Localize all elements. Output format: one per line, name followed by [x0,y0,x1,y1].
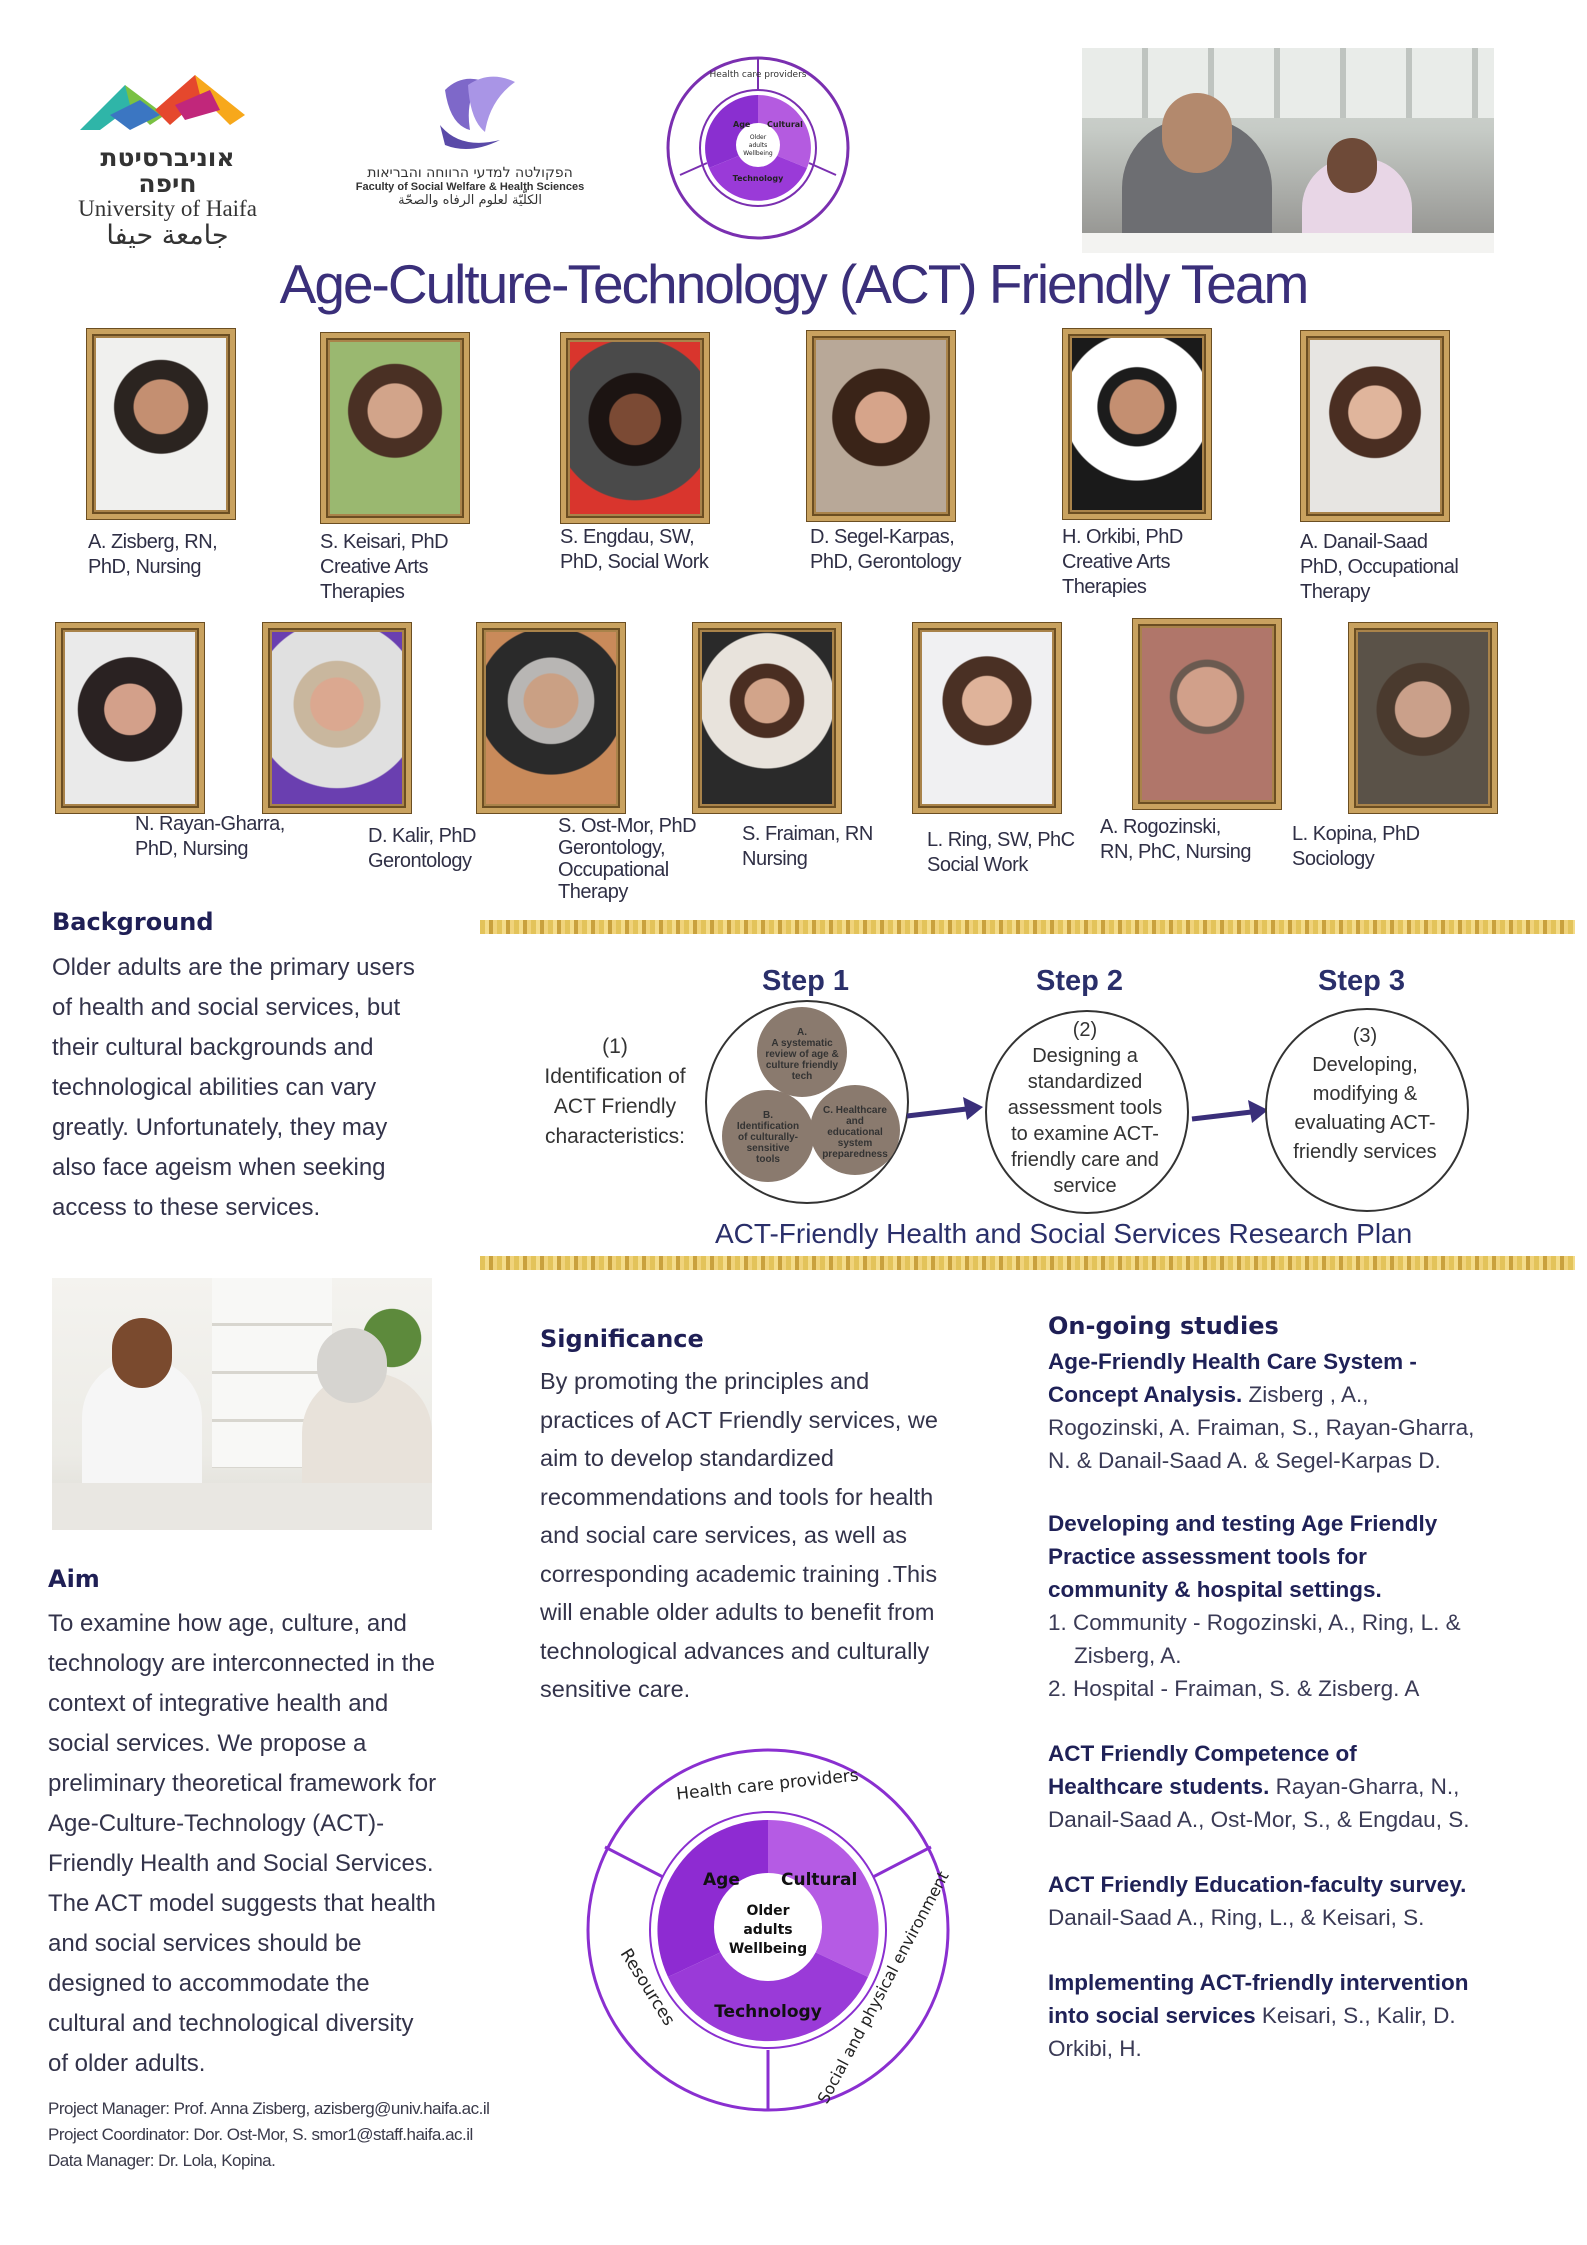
team-name-rogozinski: A. Rogozinski,RN, PhC, Nursing [1100,816,1251,863]
svg-text:Cultural: Cultural [767,120,803,129]
team-name-engdau: S. Engdau, SW,PhD, Social Work [560,526,709,573]
university-of-haifa-logo: אוניברסיטת חיפה University of Haifa جامع… [70,70,280,251]
team-photo-rayan-gharra [55,622,205,814]
ongoing-study-4: ACT Friendly Education-faculty survey. D… [1048,1872,1467,1930]
model-center-line-3: Wellbeing [729,1941,807,1957]
team-photo-kopina [1348,622,1498,814]
team-name-rayan-gharra: N. Rayan-Gharra,PhD, Nursing [135,813,285,860]
step-2-circle [985,1010,1189,1214]
haifa-english-name: University of Haifa [78,196,257,221]
team-photo-ost-mor [476,622,626,814]
step-3-description: (3)Developing,modifying &evaluating ACT-… [1293,1025,1437,1163]
data-manager-line: Data Manager: Dr. Lola, Kopina. [48,2151,276,2170]
step-2-heading: Step 2 [1036,965,1124,997]
project-coordinator-line: Project Coordinator: Dor. Ost-Mor, S. sm… [48,2125,473,2144]
faculty-logo: הפקולטה למדעי הרווחה והבריאות Faculty of… [350,70,590,220]
team-name-segel-karpas: D. Segel-Karpas,PhD, Gerontology [810,526,961,573]
team-photo-engdau [560,332,710,524]
gold-divider-top [480,920,1575,934]
team-photo-fraiman [692,622,842,814]
haifa-arabic-name: جامعة حيفا [106,220,229,251]
ongoing-study-2: Developing and testing Age Friendly Prac… [1048,1511,1461,1701]
faculty-english-name: Faculty of Social Welfare & Health Scien… [355,181,585,193]
gold-divider-bottom [480,1256,1575,1270]
model-age-label: Age [703,1870,740,1890]
background-heading: Background [52,908,214,936]
team-photo-danail-saad [1300,330,1450,522]
svg-text:Older: Older [750,134,767,141]
svg-text:Wellbeing: Wellbeing [743,150,773,157]
research-plan-caption: ACT-Friendly Health and Social Services … [715,1218,1413,1249]
footer-contacts: Project Manager: Prof. Anna Zisberg, azi… [48,2096,490,2174]
team-photo-zisberg [86,328,236,520]
model-center-line-1: Older [746,1903,789,1919]
svg-text:Age: Age [733,120,751,129]
faculty-arabic-name: الكلّيّة لعلوم الرفاه والصحّة [398,193,542,208]
team-name-zisberg: A. Zisberg, RN,PhD, Nursing [88,531,218,578]
haifa-hebrew-name: אוניברסיטת חיפה [100,143,235,198]
svg-text:adults: adults [749,142,767,149]
older-adults-classroom-photo [1082,48,1494,253]
step-3-heading: Step 3 [1318,965,1406,997]
team-photo-keisari [320,332,470,524]
step-3-circle [1265,1008,1469,1212]
svg-text:Technology: Technology [733,174,784,183]
arrow-right-icon [906,1097,983,1120]
ongoing-study-1: Age-Friendly Health Care System - Concep… [1048,1349,1475,1473]
model-technology-label: Technology [714,2002,822,2022]
svg-text:Health care providers: Health care providers [710,70,807,80]
team-photo-kalir [262,622,412,814]
model-center-line-2: adults [743,1922,792,1938]
team-photo-orkibi [1062,328,1212,520]
act-model-small-icon: Health care providers Age Cultural Techn… [666,56,850,240]
ongoing-studies-heading: On-going studies [1048,1312,1279,1340]
project-manager-line: Project Manager: Prof. Anna Zisberg, azi… [48,2099,490,2118]
act-model-diagram: Health care providers Resources Social a… [586,1748,953,2112]
faculty-hebrew-name: הפקולטה למדעי הרווחה והבריאות [367,165,573,181]
significance-heading: Significance [540,1325,704,1353]
ongoing-study-3: ACT Friendly Competence of Healthcare st… [1048,1741,1470,1832]
team-photo-rogozinski [1132,618,1282,810]
consultation-photo [52,1278,432,1530]
faculty-emblem-icon [440,76,515,149]
team-photo-segel-karpas [806,330,956,522]
poster-title: Age-Culture-Technology (ACT) Friendly Te… [279,253,1310,315]
step-1-heading: Step 1 [762,965,850,997]
team-photo-ring [912,622,1062,814]
ongoing-study-5: Implementing ACT-friendly intervention i… [1048,1970,1469,2061]
aim-heading: Aim [48,1565,100,1593]
arrow-right-icon [1191,1100,1268,1123]
haifa-roof-icon [80,75,245,130]
model-cultural-label: Cultural [781,1870,857,1890]
